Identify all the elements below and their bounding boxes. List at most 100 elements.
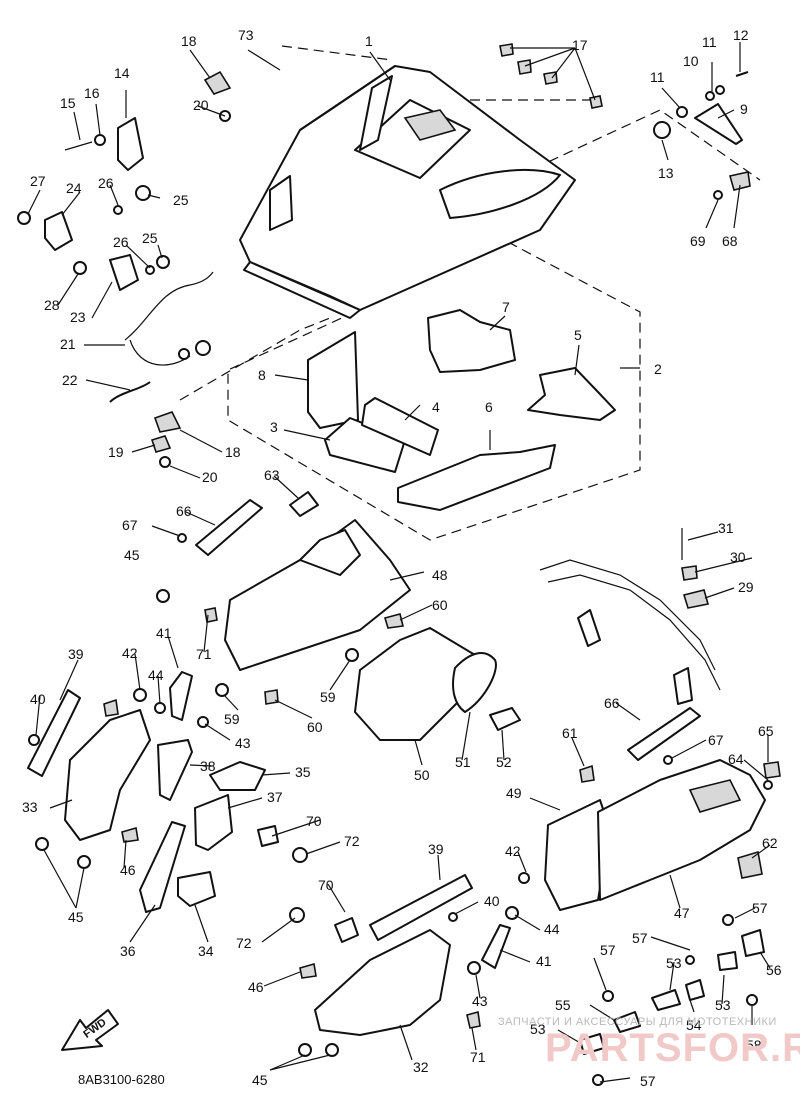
cowling-47	[597, 759, 766, 901]
callout-15: 15	[60, 95, 76, 111]
insulation-4	[361, 397, 439, 456]
callout-33: 33	[22, 799, 38, 815]
callout-37: 37	[267, 789, 283, 805]
fwd-arrow: FWD	[61, 1009, 119, 1051]
insulation-5	[527, 367, 616, 421]
callout-29: 29	[738, 579, 754, 595]
dashline-73	[281, 45, 393, 61]
callout-32: 32	[413, 1059, 429, 1075]
callout-25b: 25	[142, 230, 158, 246]
bracket-41	[169, 671, 193, 721]
callout-70a: 70	[318, 877, 334, 893]
insulation-6	[397, 444, 556, 511]
lower-center-parts	[289, 872, 530, 1057]
bracket-41-lower	[481, 924, 511, 969]
callout-16: 16	[84, 85, 100, 101]
callout-73: 73	[238, 27, 254, 43]
callout-57a: 57	[600, 942, 616, 958]
callout-52: 52	[496, 754, 512, 770]
diagram-code: 8AB3100-6280	[78, 1072, 165, 1087]
callout-53a: 53	[530, 1021, 546, 1037]
callout-42b: 42	[505, 843, 521, 859]
callout-8: 8	[258, 367, 266, 383]
callout-22: 22	[62, 372, 78, 388]
dashline-9	[519, 109, 761, 181]
callout-41a: 41	[156, 625, 172, 641]
callout-57c: 57	[752, 900, 768, 916]
plate-35	[209, 761, 266, 791]
callout-40a: 40	[30, 691, 46, 707]
callout-71b: 71	[470, 1049, 486, 1065]
callout-64: 64	[728, 751, 744, 767]
callout-26b: 26	[113, 234, 129, 250]
strip-39	[27, 689, 81, 777]
callout-6: 6	[485, 399, 493, 415]
callout-60a: 60	[432, 597, 448, 613]
piece-34	[177, 871, 216, 907]
callout-30: 30	[730, 549, 746, 565]
leader-lines	[27, 42, 771, 1083]
callout-48: 48	[432, 567, 448, 583]
callout-44a: 44	[148, 667, 164, 683]
bracket-66-lower	[627, 707, 701, 761]
callout-10: 10	[683, 53, 699, 69]
insulation-7	[427, 309, 516, 373]
callout-3: 3	[270, 419, 278, 435]
callout-45c: 45	[252, 1072, 268, 1088]
callout-40b: 40	[484, 893, 500, 909]
callout-5: 5	[574, 327, 582, 343]
callout-20a: 20	[193, 97, 209, 113]
callout-72a: 72	[344, 833, 360, 849]
callout-55: 55	[555, 997, 571, 1013]
callout-28: 28	[44, 297, 60, 313]
inner-panel-assembly	[156, 491, 521, 741]
right-lower-parts	[544, 707, 781, 1086]
hardware-top-right	[499, 43, 751, 200]
callout-66b: 66	[604, 695, 620, 711]
callout-39a: 39	[68, 646, 84, 662]
callout-57d: 57	[640, 1073, 656, 1089]
callout-27: 27	[30, 173, 46, 189]
bracket-32	[314, 929, 451, 1036]
callout-54: 54	[686, 1017, 702, 1033]
callout-51: 51	[455, 754, 471, 770]
callout-60b: 60	[307, 719, 323, 735]
callout-70b: 70	[306, 813, 322, 829]
callout-62: 62	[762, 835, 778, 851]
callout-72b: 72	[236, 935, 252, 951]
callout-14: 14	[114, 65, 130, 81]
callout-57b: 57	[632, 930, 648, 946]
cover-37	[194, 794, 233, 851]
callout-59a: 59	[320, 689, 336, 705]
insulation-3	[324, 417, 406, 473]
callout-45b: 45	[68, 909, 84, 925]
strip-39-lower	[369, 874, 473, 941]
callout-56: 56	[766, 962, 782, 978]
piece-36	[139, 821, 186, 913]
left-side-parts	[27, 671, 308, 913]
callout-59b: 59	[224, 711, 240, 727]
panel-49	[544, 799, 611, 911]
bracket-33	[64, 709, 151, 841]
callout-42a: 42	[122, 645, 138, 661]
insulation-8	[307, 331, 359, 429]
callout-13: 13	[658, 165, 674, 181]
callout-43a: 43	[235, 735, 251, 751]
callout-12: 12	[733, 27, 749, 43]
cowling-insulation-set	[307, 309, 616, 511]
callout-63: 63	[264, 467, 280, 483]
callout-65: 65	[758, 723, 774, 739]
watermark-subtitle: ЗАПЧАСТИ И АКСЕССУАРЫ ДЛЯ МОТОТЕХНИКИ	[498, 1016, 777, 1028]
callout-31: 31	[718, 520, 734, 536]
callout-36: 36	[120, 943, 136, 959]
callout-53c: 53	[715, 997, 731, 1013]
callout-58: 58	[746, 1037, 762, 1053]
piece-52	[489, 707, 521, 731]
callout-1: 1	[365, 33, 373, 49]
callout-9: 9	[740, 101, 748, 117]
callout-labels: 1 2 3 4 5 6 7 8 9 10 11 11 12 13 14 15 1…	[22, 27, 782, 1089]
callout-11b: 11	[702, 34, 717, 50]
callout-68: 68	[722, 233, 738, 249]
